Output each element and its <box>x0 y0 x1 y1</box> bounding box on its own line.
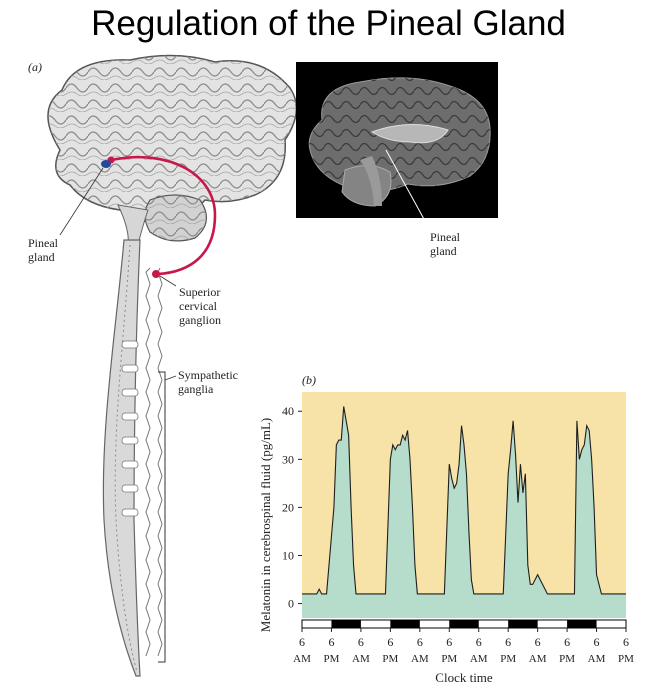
y-tick-label: 10 <box>282 548 294 562</box>
night-period <box>390 620 420 628</box>
ganglion-segment <box>121 340 139 349</box>
x-tick-label-hour: 6 <box>328 635 334 649</box>
x-axis-label: Clock time <box>435 670 493 685</box>
x-tick-label-hour: 6 <box>564 635 570 649</box>
x-tick-label-hour: 6 <box>446 635 452 649</box>
x-tick-label-hour: 6 <box>535 635 541 649</box>
ganglion-segment <box>121 412 139 421</box>
sympathetic-chain <box>121 267 163 657</box>
x-tick-label-period: PM <box>441 653 457 665</box>
x-tick-label-period: AM <box>470 653 488 665</box>
x-tick-label-period: PM <box>618 653 634 665</box>
ganglion-leader-line <box>159 275 177 287</box>
pineal-gland-label: Pineal gland <box>28 236 58 264</box>
y-axis-label: Melatonin in cerebrospinal fluid (pg/mL) <box>258 418 273 632</box>
night-period <box>508 620 538 628</box>
ganglion-segment <box>121 460 139 469</box>
page-title: Regulation of the Pineal Gland <box>91 4 566 43</box>
y-tick-label: 20 <box>282 500 294 514</box>
panel-a-label: (a) <box>28 60 42 74</box>
x-tick-label-period: AM <box>588 653 606 665</box>
brain-section-photo <box>296 62 498 231</box>
brain-illustration <box>47 54 298 246</box>
x-tick-label-hour: 6 <box>299 635 305 649</box>
x-tick-label-hour: 6 <box>594 635 600 649</box>
pineal-gland-marker <box>101 160 111 168</box>
night-period <box>567 620 597 628</box>
melatonin-line <box>302 406 626 595</box>
night-period <box>449 620 479 628</box>
ganglion-segment <box>121 388 139 397</box>
x-tick-label-period: PM <box>382 653 398 665</box>
ganglion-dot <box>152 270 160 278</box>
x-tick-label-hour: 6 <box>505 635 511 649</box>
sympathetic-bracket <box>158 371 166 663</box>
y-tick-label: 30 <box>282 452 294 466</box>
ganglion-segment <box>121 364 139 373</box>
x-tick-label-period: AM <box>411 653 429 665</box>
x-tick-label-hour: 6 <box>387 635 393 649</box>
ganglion-segment <box>121 436 139 445</box>
x-tick-label-period: AM <box>529 653 547 665</box>
x-tick-label-period: PM <box>559 653 575 665</box>
x-tick-label-hour: 6 <box>417 635 423 649</box>
ganglion-segment <box>121 508 139 517</box>
x-tick-label-hour: 6 <box>623 635 629 649</box>
sympathetic-leader-line <box>164 375 177 381</box>
night-period <box>331 620 361 628</box>
pineal-leader-line <box>59 167 104 236</box>
neural-pathway <box>110 155 217 276</box>
y-tick-label: 0 <box>288 597 294 611</box>
panel-b-label: (b) <box>302 373 316 387</box>
ganglion-segment <box>121 484 139 493</box>
y-tick-label: 40 <box>282 404 294 418</box>
superior-cervical-ganglion-label: Superior cervical ganglion <box>179 285 221 327</box>
photo-pineal-gland-label: Pineal gland <box>430 230 460 258</box>
spinal-cord <box>102 239 141 677</box>
photo-pineal-leader-line <box>385 149 431 231</box>
melatonin-area <box>302 406 626 618</box>
x-tick-label-period: PM <box>500 653 516 665</box>
x-tick-label-hour: 6 <box>476 635 482 649</box>
x-tick-label-period: AM <box>352 653 370 665</box>
sympathetic-ganglia-label: Sympathetic ganglia <box>178 368 238 396</box>
x-tick-label-period: AM <box>293 653 311 665</box>
x-tick-label-hour: 6 <box>358 635 364 649</box>
x-tick-label-period: PM <box>324 653 340 665</box>
